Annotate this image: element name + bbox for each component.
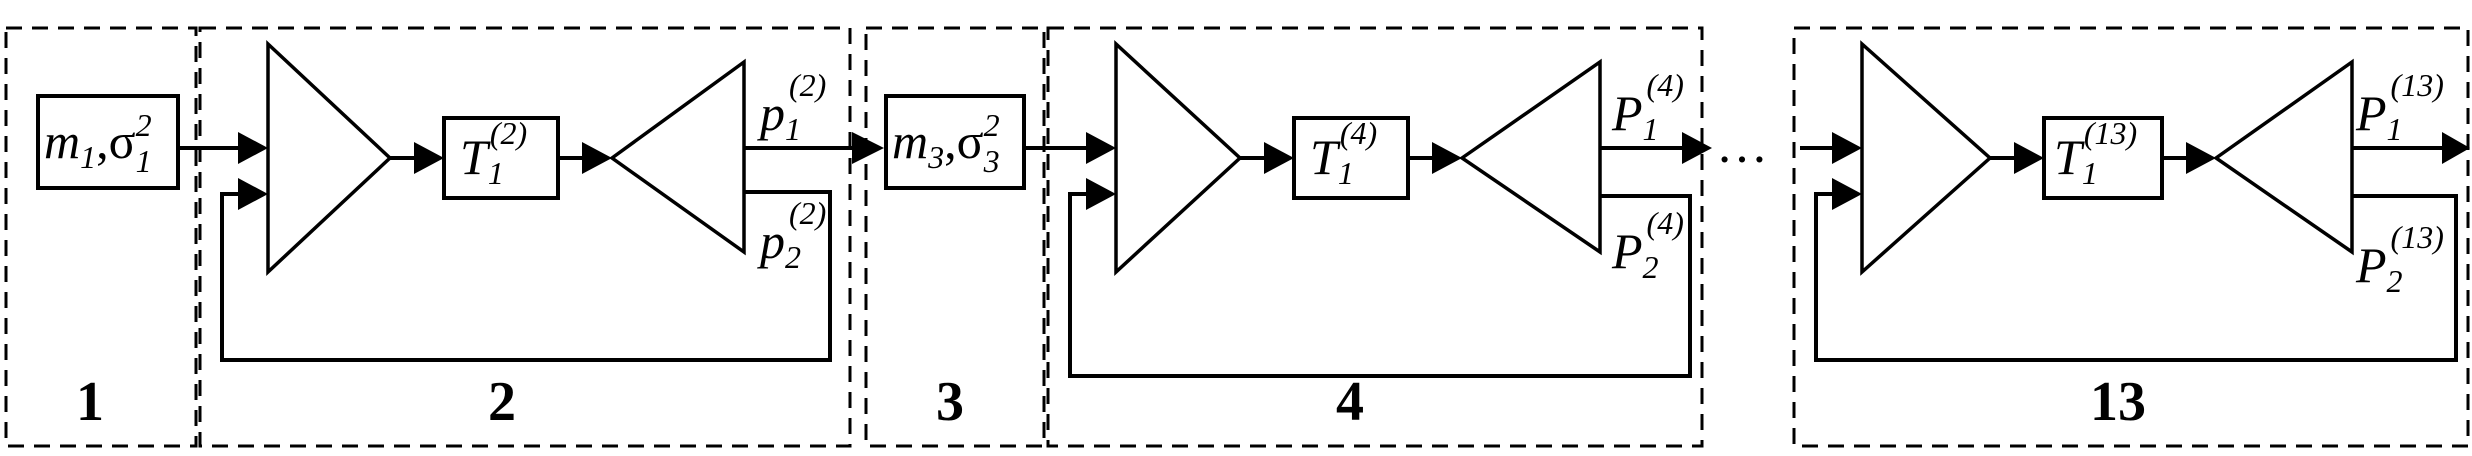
- feedback-arrow-2: [238, 178, 268, 210]
- arrow-4b: [1432, 142, 1462, 174]
- amplifier-left-13: [1860, 40, 1993, 276]
- amplifier-left-4: [1114, 40, 1243, 276]
- amplifier-left-2: [266, 39, 393, 277]
- arrow-1-2: [238, 132, 268, 164]
- out2-label-13: P2(13): [2355, 219, 2444, 299]
- block-4-frame: [1046, 26, 1704, 448]
- block-3-frame: [864, 26, 1046, 448]
- source-box-3: [884, 94, 1026, 190]
- feedback-loop-13: [1814, 192, 2458, 362]
- block-3-number: 3: [936, 371, 964, 433]
- splitter-right-4: [1458, 58, 1602, 256]
- out1-label-4: P1(4): [1611, 67, 1684, 147]
- out-arrow-4: [1682, 132, 1712, 164]
- out1-label-13: P1(13): [2355, 67, 2444, 147]
- feedback-loop-4: [1068, 192, 1692, 378]
- block-13-number: 13: [2090, 371, 2146, 433]
- arrow-2a: [414, 142, 444, 174]
- t-box-13: [2042, 116, 2164, 200]
- source-box-1: [36, 94, 180, 190]
- arrow-4a: [1264, 142, 1294, 174]
- block-1-frame: [4, 26, 198, 448]
- t-label-13: T1(13): [2054, 115, 2137, 191]
- block-4-number: 4: [1336, 371, 1364, 433]
- block-2-frame: [198, 26, 852, 448]
- splitter-right-2: [609, 58, 746, 256]
- arrow-3-4: [1086, 132, 1116, 164]
- block-1-number: 1: [76, 371, 104, 433]
- out2-label-2: p2(2): [757, 195, 826, 275]
- feedback-arrow-4: [1086, 178, 1116, 210]
- out2-label-4: P2(4): [1611, 205, 1684, 285]
- t-label-4: T1(4): [1310, 115, 1377, 191]
- t-label-2: T1(2): [460, 115, 527, 191]
- t-box-2: [442, 116, 560, 200]
- out1-label-2: p1(2): [757, 67, 826, 147]
- arrow-ellipsis-13: [1832, 132, 1862, 164]
- splitter-right-13: [2212, 58, 2354, 256]
- arrow-13b: [2186, 142, 2216, 174]
- out-arrow-13: [2442, 132, 2470, 164]
- ellipsis: …: [1716, 117, 1768, 174]
- block-2-number: 2: [488, 371, 516, 433]
- feedback-arrow-13: [1832, 178, 1862, 210]
- arrow-2b: [582, 142, 612, 174]
- arrow-13a: [2014, 142, 2044, 174]
- feedback-loop-2: [220, 190, 832, 362]
- arrow-2-3: [852, 132, 884, 164]
